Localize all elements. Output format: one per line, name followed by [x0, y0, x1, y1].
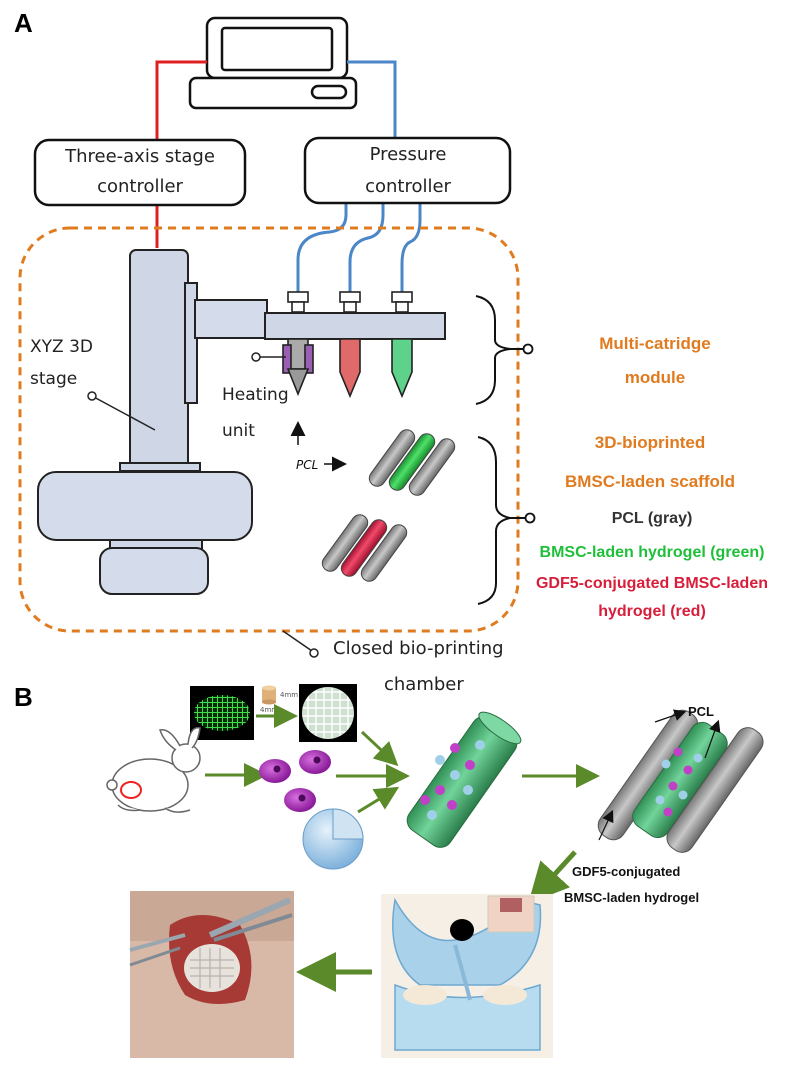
module-bracket-dot	[522, 343, 534, 355]
gdf5-label-1: GDF5-conjugated	[572, 864, 680, 879]
scaffold-top-group	[368, 429, 456, 496]
nozzle-green	[391, 338, 413, 399]
chamber-label-1: Closed bio-printing	[333, 638, 504, 659]
bmsc-hydrogel-cylinder	[406, 711, 522, 848]
bmsc-cells	[259, 750, 331, 812]
knee-illustration	[381, 894, 553, 1058]
panel-b-label: B	[14, 682, 33, 712]
xyz-stage-text-1: XYZ 3D	[30, 337, 93, 357]
mesh-disc	[302, 687, 354, 739]
gdf5-sphere-cutaway	[332, 808, 364, 840]
heating-unit-text-1: Heating	[222, 385, 289, 405]
three-axis-controller-text-2: controller	[97, 176, 183, 197]
heating-pointer-dot	[251, 352, 261, 362]
heating-unit-text-2: unit	[222, 421, 255, 441]
control-wires	[155, 60, 422, 292]
chamber-pointer-dot	[309, 648, 319, 658]
arrow-sphere-to-hydrogel	[357, 786, 400, 814]
scaffold-label-2: BMSC-laden scaffold	[565, 472, 735, 491]
pressure-controller-text-2: controller	[365, 176, 451, 197]
computer-icon	[188, 16, 358, 110]
nozzle-red	[339, 338, 361, 399]
pressure-controller-text-1: Pressure	[370, 144, 447, 165]
rabbit-icon	[106, 727, 201, 813]
rabbit-sample-site	[120, 781, 142, 799]
scaffold-label-1: 3D-bioprinted	[595, 433, 706, 452]
cartridge-caps	[287, 291, 413, 313]
printed-scaffold-mesh	[194, 695, 250, 731]
chamber-pointer-line	[282, 630, 313, 652]
chamber-label-2: chamber	[384, 674, 464, 695]
cylinder-dimension-icon	[262, 685, 276, 705]
pcl-pointer-1	[654, 709, 687, 723]
pcl-label-b: PCL	[688, 704, 714, 719]
legend-gdf5-red-2: hydrogel (red)	[598, 603, 706, 620]
panel-a-label: A	[14, 8, 33, 38]
nozzle-heated-pcl	[282, 338, 314, 397]
gdf5-pointer	[598, 809, 614, 841]
dim-height-label: 4mm	[280, 691, 298, 699]
arrow-construct-to-knee	[528, 850, 577, 904]
legend-pcl-gray: PCL (gray)	[612, 510, 693, 527]
scaffold-bracket	[477, 436, 526, 605]
gdf5-label-2: BMSC-laden hydrogel	[564, 890, 699, 905]
pcl-pointer-2	[704, 719, 721, 759]
xyz-stage-text-2: stage	[30, 369, 77, 389]
legend-bmsc-green: BMSC-laden hydrogel (green)	[540, 544, 765, 561]
scaffold-bottom-group	[321, 514, 408, 582]
final-construct	[597, 709, 764, 853]
xyz-pointer-dot	[87, 391, 97, 401]
three-axis-controller-text-1: Three-axis stage	[64, 146, 215, 167]
dim-width-label: 4mm	[260, 706, 278, 714]
closed-chamber-outline	[18, 226, 520, 633]
pressure-controller-box	[303, 136, 512, 205]
pcl-arrow-label: PCL	[296, 458, 318, 472]
module-label-1: Multi-catridge	[599, 334, 710, 353]
module-label-2: module	[625, 368, 685, 387]
legend-gdf5-red-1: GDF5-conjugated BMSC-laden	[536, 575, 768, 592]
arrow-disc-to-hydrogel	[360, 730, 399, 767]
hydrogel-cells	[420, 740, 485, 820]
xyz-stage	[37, 249, 268, 595]
xyz-pointer-line	[91, 395, 156, 431]
construct-cells	[655, 747, 703, 817]
scaffold-bracket-dot	[524, 512, 536, 524]
module-bracket	[475, 295, 524, 405]
surgery-photo	[129, 891, 294, 1058]
three-axis-controller-box	[33, 138, 247, 207]
cartridge-bar	[264, 312, 446, 340]
